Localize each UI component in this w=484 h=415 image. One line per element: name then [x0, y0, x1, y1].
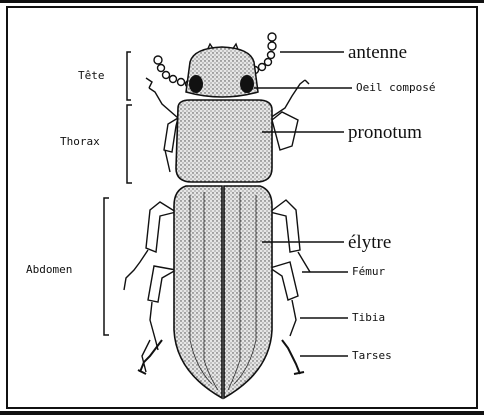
- right-middle-leg: [270, 200, 310, 272]
- label-tete: Tête: [78, 70, 105, 81]
- label-tibia: Tibia: [352, 312, 385, 323]
- label-elytre: élytre: [348, 233, 391, 252]
- bracket-tete: [127, 52, 131, 100]
- left-hind-leg: [142, 266, 176, 372]
- bracket-thorax: [127, 105, 132, 183]
- label-abdomen: Abdomen: [26, 264, 72, 275]
- label-thorax: Thorax: [60, 136, 100, 147]
- label-antenne: antenne: [348, 43, 407, 62]
- right-tarsus: [282, 340, 304, 374]
- label-pronotum: pronotum: [348, 123, 422, 142]
- left-eye: [189, 75, 203, 93]
- right-front-leg: [270, 80, 309, 150]
- right-eye: [240, 75, 254, 93]
- label-oeil-compose: Oeil composé: [356, 82, 435, 93]
- pronotum-shape: [176, 100, 272, 182]
- label-femur: Fémur: [352, 266, 385, 277]
- right-elytron: [224, 186, 272, 398]
- left-elytron: [174, 186, 222, 398]
- bracket-abdomen: [104, 198, 109, 335]
- frame-bottom-bar: [0, 411, 484, 415]
- label-tarses: Tarses: [352, 350, 392, 361]
- right-hind-leg: [270, 262, 298, 336]
- left-middle-leg: [124, 202, 176, 290]
- left-front-leg: [146, 78, 178, 172]
